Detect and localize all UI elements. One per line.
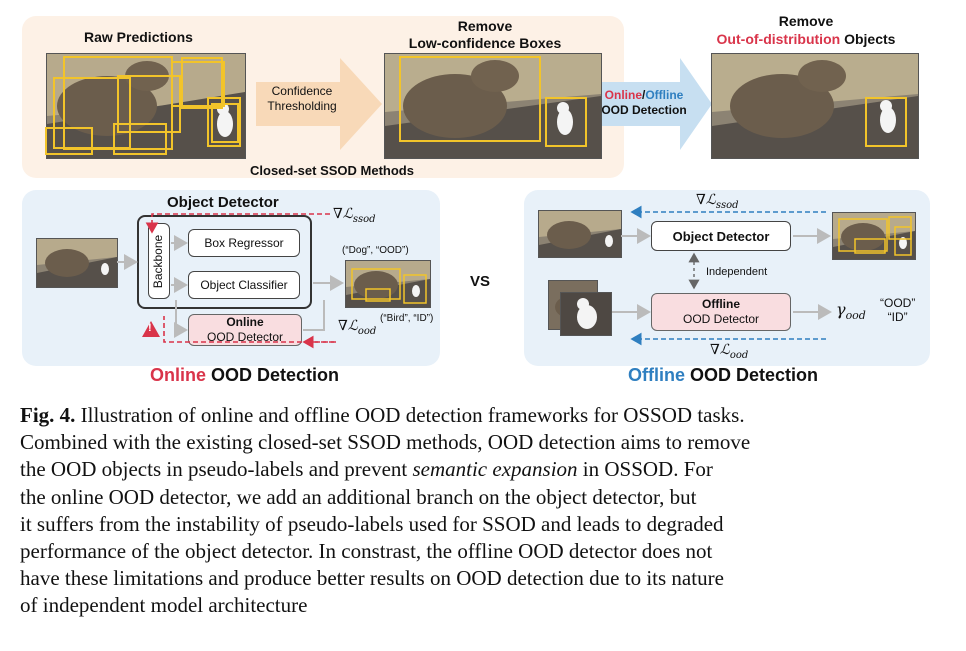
figure-number: Fig. 4. <box>20 403 76 427</box>
id-quote: “ID” <box>887 310 908 324</box>
online-word: Online <box>604 88 642 102</box>
slash: / <box>642 88 646 102</box>
ood-detection-words: OOD Detection <box>685 365 819 385</box>
object-detector-title: Object Detector <box>167 194 279 211</box>
caption-line-1: Fig. 4. Illustration of online and offli… <box>20 402 942 429</box>
gamma-subscript: ood <box>845 309 866 323</box>
thresholding-word: Thresholding <box>267 99 337 113</box>
ood-removed-photo <box>711 53 919 159</box>
online-word: Online <box>226 315 264 329</box>
box-regressor-box: Box Regressor <box>188 229 300 257</box>
warning-glyph: ! <box>148 322 152 334</box>
confidence-thresholding-label: Confidence Thresholding <box>262 84 342 114</box>
remove-word: Remove <box>457 18 513 34</box>
ood-red-words: Out-of-distribution <box>716 31 841 47</box>
caption-line-6: performance of the object detector. In c… <box>20 539 713 564</box>
bird-label: (“Bird”, “ID”) <box>380 313 434 324</box>
independent-label: Independent <box>706 266 768 278</box>
caption-line-5: it suffers from the instability of pseud… <box>20 511 724 536</box>
remove-low-confidence-label: Remove Low-confidence Boxes <box>400 18 570 52</box>
ood-detector-word: OOD Detector <box>206 330 284 344</box>
online-ood-title: Online OOD Detection <box>150 365 339 386</box>
caption-line-2: Combined with the existing closed-set SS… <box>20 430 751 455</box>
raw-predictions-label: Raw Predictions <box>84 29 193 45</box>
raw-predictions-photo <box>46 53 246 159</box>
grad-subscript: ood <box>357 325 377 337</box>
gamma-symbol: γ <box>836 300 846 319</box>
ood-detection-words: OOD Detection <box>206 365 340 385</box>
online-offline-ood-label: Online/Offline OOD Detection <box>592 88 696 118</box>
caption-text: in OSSOD. For <box>577 457 713 482</box>
vs-label: VS <box>470 273 491 290</box>
online-word: Online <box>150 365 207 385</box>
grad-ssod-offline: ∇ℒssod <box>696 192 739 211</box>
closed-set-methods-label: Closed-set SSOD Methods <box>250 163 414 178</box>
grad-ssod-online: ∇ℒssod <box>333 206 376 225</box>
caption-emphasis: semantic expansion <box>412 457 578 482</box>
object-classifier-box: Object Classifier <box>188 271 300 299</box>
grad-symbol: ∇ℒ <box>338 318 358 334</box>
grad-subscript: ssod <box>715 199 739 211</box>
grad-symbol: ∇ℒ <box>333 206 353 222</box>
offline-input-photo-top <box>538 210 622 258</box>
remove-word: Remove <box>778 13 834 29</box>
caption-line-4: the online OOD detector, we add an addit… <box>20 484 697 509</box>
ood-detection-word: OOD Detection <box>601 103 687 117</box>
offline-word: Offline <box>628 365 685 385</box>
confidence-word: Confidence <box>271 84 333 98</box>
grad-subscript: ood <box>729 349 749 361</box>
caption-line-8: of independent model architecture <box>20 593 308 618</box>
online-output-photo <box>345 260 431 308</box>
caption-line-3: the OOD objects in pseudo-labels and pre… <box>20 456 942 483</box>
caption-text: the OOD objects in pseudo-labels and pre… <box>20 457 413 482</box>
grad-ood-online: ∇ℒood <box>338 318 376 337</box>
grad-ood-offline: ∇ℒood <box>710 342 748 361</box>
remove-ood-label: Remove Out-of-distribution Objects <box>700 12 912 48</box>
warning-icon <box>142 321 160 337</box>
grad-symbol: ∇ℒ <box>696 192 716 208</box>
offline-crop-photo-front <box>560 292 612 336</box>
offline-object-detector-box: Object Detector <box>651 221 791 251</box>
low-confidence-photo <box>384 53 602 159</box>
backbone-box: Backbone <box>148 223 170 299</box>
objects-word: Objects <box>844 31 896 47</box>
grad-subscript: ssod <box>352 213 376 225</box>
dog-label: (“Dog”, “OOD”) <box>342 245 409 256</box>
grad-symbol: ∇ℒ <box>710 342 730 358</box>
backbone-label: Backbone <box>151 234 166 288</box>
gamma-ood: γood <box>836 300 866 322</box>
low-confidence-words: Low-confidence Boxes <box>408 35 562 51</box>
offline-word: Offline <box>645 88 684 102</box>
online-input-photo <box>36 238 118 288</box>
caption-line-7: have these limitations and produce bette… <box>20 566 724 591</box>
ood-quote: “OOD” <box>880 296 916 310</box>
figure-caption: Fig. 4. Illustration of online and offli… <box>20 402 942 620</box>
ood-id-labels: “OOD” “ID” <box>880 296 915 324</box>
caption-text: Illustration of online and offline OOD d… <box>75 403 745 427</box>
ood-detector-word: OOD Detector <box>682 312 760 326</box>
offline-word: Offline <box>702 297 740 311</box>
offline-output-photo <box>832 212 916 260</box>
offline-ood-title: Offline OOD Detection <box>628 365 818 386</box>
